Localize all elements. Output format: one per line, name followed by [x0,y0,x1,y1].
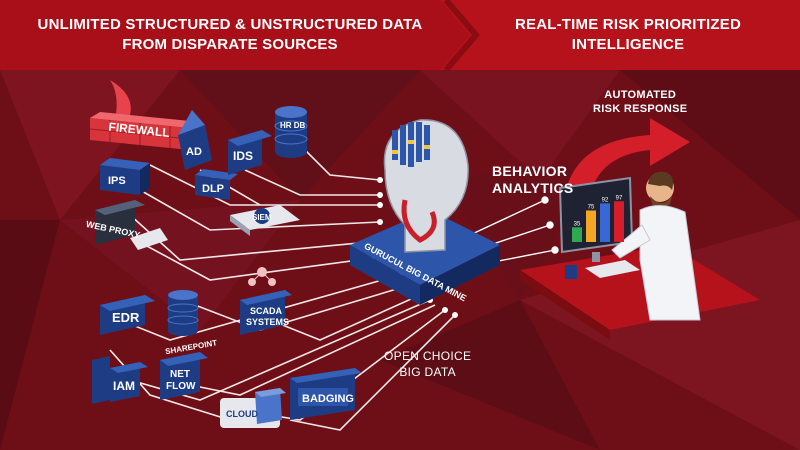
behavior-caption-line1: BEHAVIOR [492,163,568,179]
dlp-device: DLP [195,169,238,200]
open-choice-line2: BIG DATA [399,365,456,379]
monitor-bar-label: 75 [588,205,595,211]
cloud-device: CLOUD [220,388,286,428]
scada-label-line2: SYSTEMS [246,317,289,327]
firewall-label: FIREWALL [108,120,170,140]
cloud-label: CLOUD [226,409,258,419]
ids-device: IDS [228,130,272,175]
siem-device: SIEM [230,205,300,236]
ips-label: IPS [108,175,126,187]
open-choice-line1: OPEN CHOICE [384,349,472,363]
automated-risk-response-caption: AUTOMATED RISK RESPONSE [593,88,687,116]
edr-label: EDR [112,310,140,325]
behavior-analytics-caption: BEHAVIOR ANALYTICS [492,163,574,197]
architecture-illustration: FIREWALL IPS AD DLP IDS HR DB S [85,80,760,431]
header-right-line2: INTELLIGENCE [571,36,685,53]
risk-response-arrow [565,118,690,195]
monitor-bar-label: 92 [602,197,609,203]
edr-device: EDR [100,295,155,335]
header-banner [0,0,800,70]
header-left-title: UNLIMITED STRUCTURED & UNSTRUCTURED DATA… [20,15,440,55]
web-proxy-device: WEB PROXY [85,200,168,250]
badging-label: BADGING [302,393,354,405]
iam-device: IAM [92,356,148,404]
monitor-bar [572,227,582,242]
automated-caption-line2: RISK RESPONSE [593,103,688,115]
risk-score-monitor-chart: 35 75 92 97 [572,195,624,242]
big-data-mine-hub: GURUCUL BIG DATA MINE [350,119,500,305]
header-right-line1: REAL-TIME RISK PRIORITIZED [514,16,742,33]
hr-db-label: HR DB [280,121,306,130]
netflow-label-line1: NET [170,369,190,380]
header-left-line1: UNLIMITED STRUCTURED & UNSTRUCTURED DATA [37,16,423,33]
dlp-label: DLP [202,183,224,195]
monitor-bar [586,210,596,242]
badging-device: BADGING [290,368,362,420]
monitor-bar-label: 97 [616,195,623,201]
monitor-bar [614,201,624,242]
sharepoint-device: SHAREPOINT [165,290,218,356]
automated-caption-line1: AUTOMATED [604,89,677,101]
scada-device: SCADA SYSTEMS [240,267,292,335]
header-left-line2: FROM DISPARATE SOURCES [122,36,338,53]
monitor-bar [600,203,610,242]
open-choice-caption: OPEN CHOICE BIG DATA [384,348,471,380]
monitor-bar-label: 35 [574,221,581,227]
ad-label: AD [186,146,202,158]
siem-label: SIEM [252,213,272,222]
behavior-caption-line2: ANALYTICS [492,180,574,196]
firewall-device: FIREWALL [89,80,200,150]
header-right-title: REAL-TIME RISK PRIORITIZED INTELLIGENCE [478,15,778,55]
ad-device: AD [178,110,212,170]
sharepoint-label: SHAREPOINT [165,338,218,356]
netflow-label-line2: FLOW [166,381,196,392]
hr-db-device: HR DB [274,106,308,158]
scada-label-line1: SCADA [250,306,283,316]
iam-label: IAM [113,379,135,393]
ids-label: IDS [233,149,253,163]
ips-device: IPS [100,158,150,195]
netflow-device: NET FLOW [160,352,208,400]
